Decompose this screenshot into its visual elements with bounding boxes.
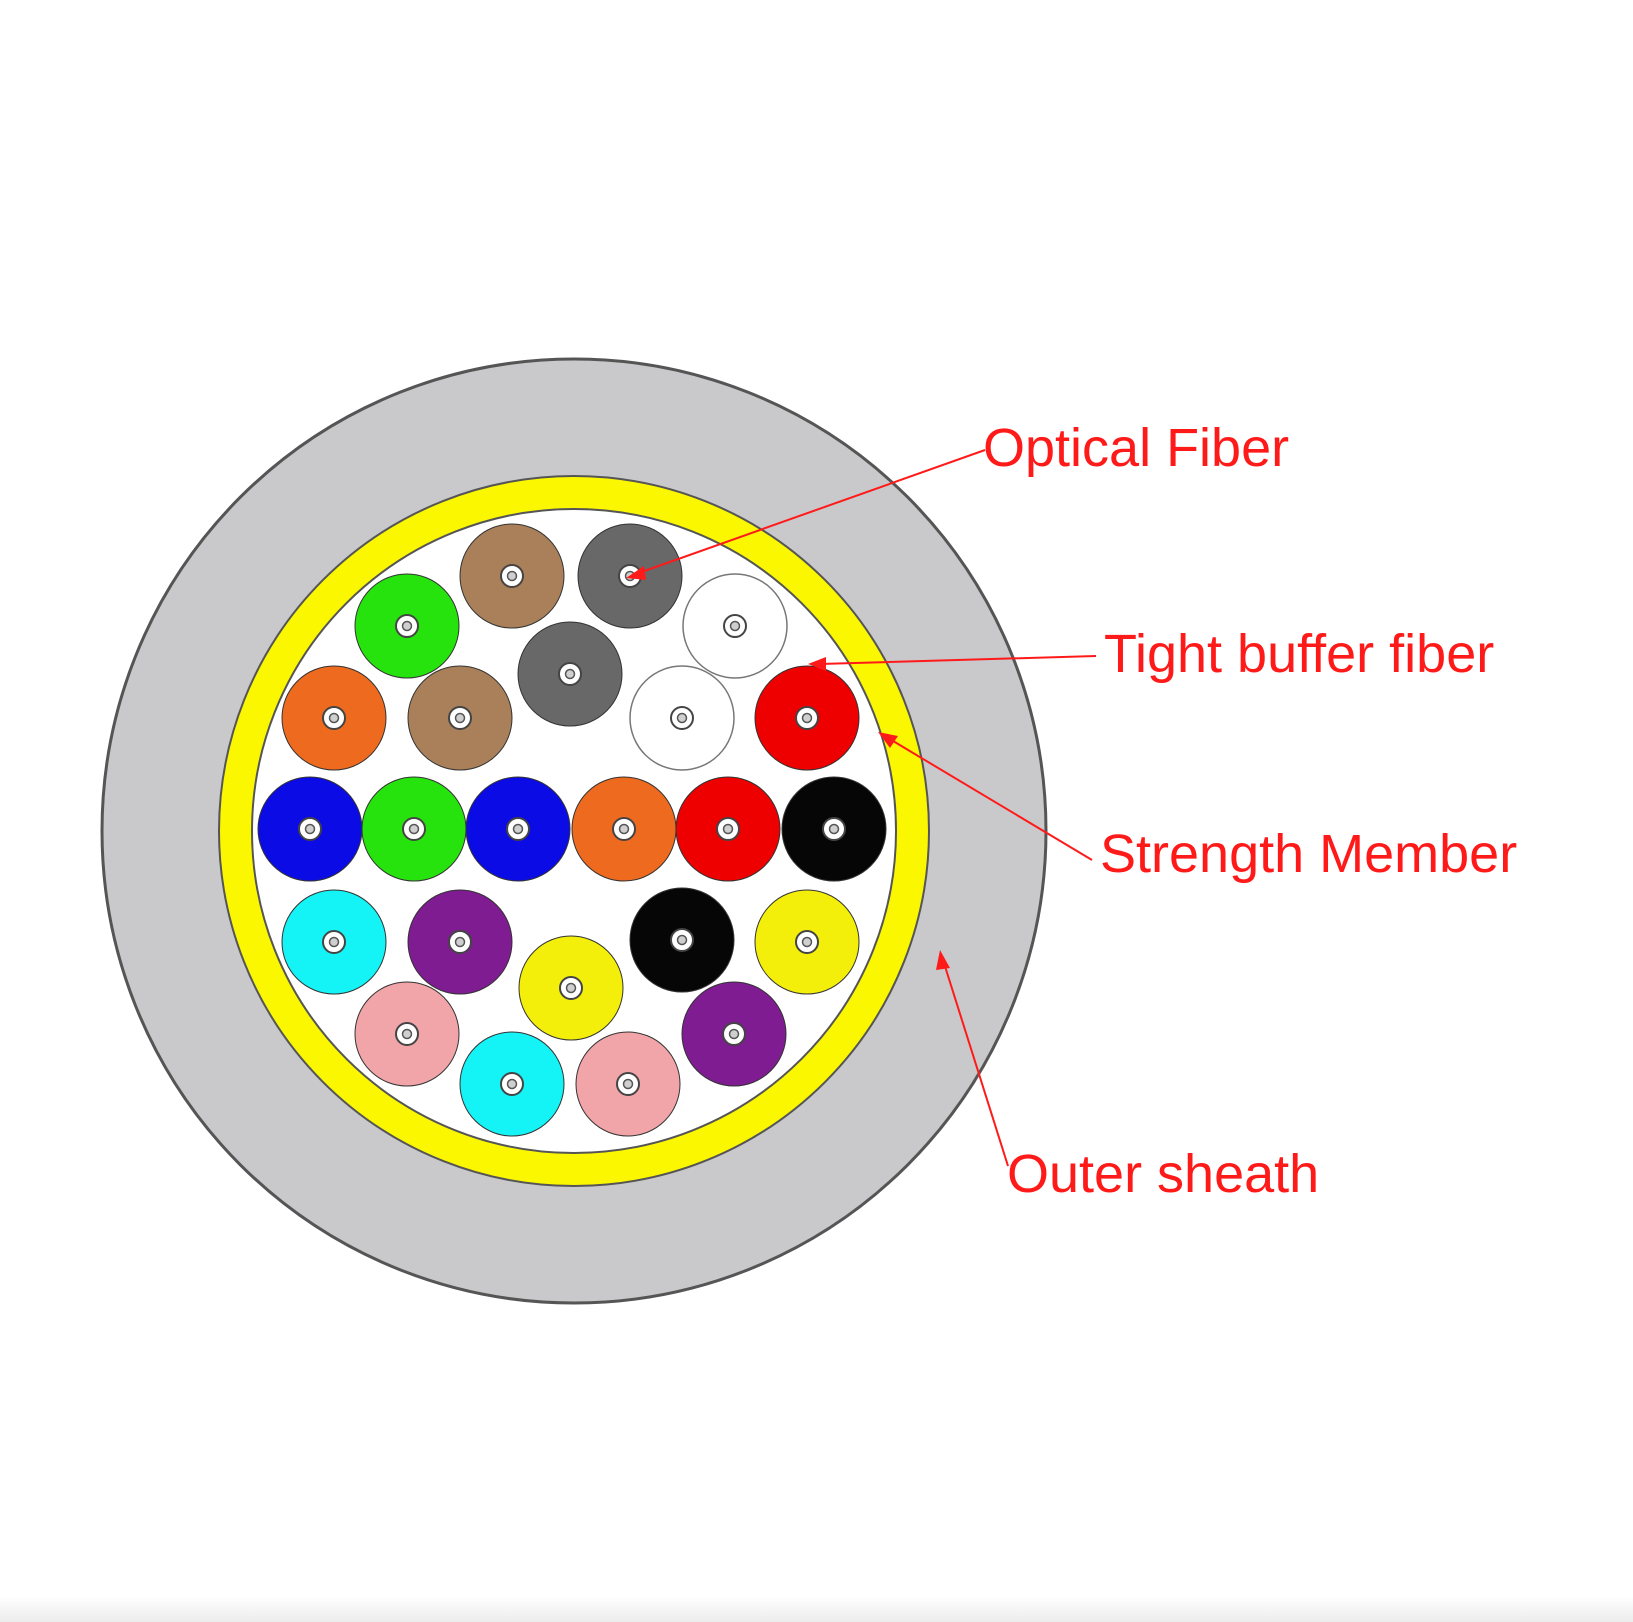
- optical-fiber-core: [729, 620, 741, 632]
- tight-buffer-fiber-slate: [517, 621, 623, 727]
- tight-buffer-fiber-brown: [407, 665, 513, 771]
- optical-fiber-core: [454, 712, 466, 724]
- tight-buffer-fiber-brown: [459, 523, 565, 629]
- tight-buffer-fiber-black: [781, 776, 887, 882]
- tight-buffer-fiber-cyan: [459, 1031, 565, 1137]
- optical-fiber-core: [676, 712, 688, 724]
- tight-buffer-fiber-label: Tight buffer fiber: [1104, 624, 1494, 684]
- tight-buffer-fiber-rose: [575, 1031, 681, 1137]
- tight-buffer-fiber-orange: [281, 665, 387, 771]
- strength-member-arrowhead: [878, 732, 898, 748]
- optical-fiber-core: [304, 823, 316, 835]
- optical-fiber-core: [801, 712, 813, 724]
- tight-buffer-fiber-yellow: [518, 935, 624, 1041]
- tight-buffer-leader-line: [819, 655, 1097, 665]
- optical-fiber-core: [328, 936, 340, 948]
- outer-sheath-leader-line: [942, 959, 1009, 1167]
- tight-buffer-fiber-violet: [407, 889, 513, 995]
- optical-fiber-core: [512, 823, 524, 835]
- optical-fiber-core: [506, 1078, 518, 1090]
- optical-fiber-core: [506, 570, 518, 582]
- optical-fiber-core: [618, 823, 630, 835]
- tight-buffer-fiber-yellow: [754, 889, 860, 995]
- tight-buffer-fiber-red: [675, 776, 781, 882]
- optical-fiber-arrowhead: [626, 566, 646, 580]
- optical-fiber-core: [454, 936, 466, 948]
- tight-buffer-fiber-violet: [681, 981, 787, 1087]
- tight-buffer-fiber-cyan: [281, 889, 387, 995]
- optical-fiber-core: [728, 1028, 740, 1040]
- outer-sheath-label: Outer sheath: [1007, 1144, 1319, 1204]
- strength-member-leader-line: [887, 737, 1093, 861]
- optical-fiber-label: Optical Fiber: [983, 418, 1289, 478]
- tight-buffer-fiber-red: [754, 665, 860, 771]
- optical-fiber-core: [328, 712, 340, 724]
- optical-fiber-core: [722, 823, 734, 835]
- optical-fiber-core: [676, 934, 688, 946]
- callout-lines: [626, 449, 1097, 1167]
- strength-member-label: Strength Member: [1100, 824, 1517, 884]
- tight-buffer-fiber-green: [354, 573, 460, 679]
- optical-fiber-core: [565, 982, 577, 994]
- bottom-edge-shadow: [0, 1596, 1633, 1622]
- tight-buffer-arrowhead: [808, 657, 826, 671]
- optical-fiber-core: [801, 936, 813, 948]
- optical-fiber-core: [401, 620, 413, 632]
- optical-fiber-core: [622, 1078, 634, 1090]
- tight-buffer-fiber-rose: [354, 981, 460, 1087]
- optical-fiber-core: [564, 668, 576, 680]
- tight-buffer-fiber-white: [682, 573, 788, 679]
- tight-buffer-fiber-black: [629, 887, 735, 993]
- optical-fiber-leader-line: [635, 449, 986, 575]
- optical-fiber-core: [401, 1028, 413, 1040]
- tight-buffer-fiber-green: [361, 776, 467, 882]
- tight-buffer-fiber-white: [629, 665, 735, 771]
- tight-buffer-fiber-blue: [465, 776, 571, 882]
- outer-sheath-arrowhead: [936, 950, 950, 970]
- tight-buffer-fiber-blue: [257, 776, 363, 882]
- tight-buffer-fiber-orange: [571, 776, 677, 882]
- optical-fiber-core: [408, 823, 420, 835]
- tight-buffer-fibers: [257, 523, 887, 1137]
- optical-fiber-core: [828, 823, 840, 835]
